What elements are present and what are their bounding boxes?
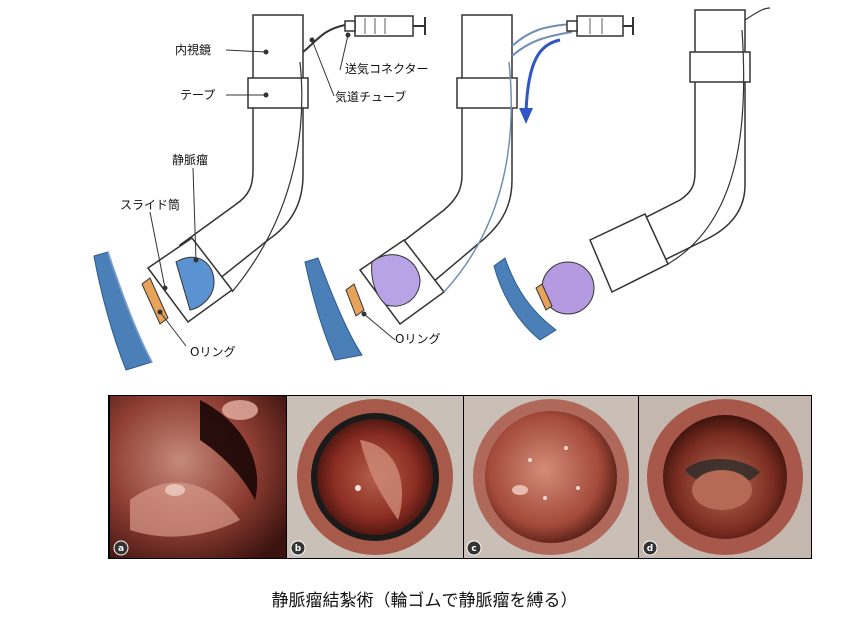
- syringe-1: [344, 15, 426, 37]
- badge-d: d: [647, 544, 653, 554]
- syringe-2: [566, 15, 634, 37]
- photo-strip: a b c d: [108, 395, 812, 559]
- photo-d: [639, 396, 811, 558]
- photo-a: [110, 396, 286, 558]
- tape-band-2: [456, 77, 518, 109]
- varix-2: [371, 254, 421, 307]
- label-slide-tube: スライド筒: [120, 197, 180, 212]
- photo-c: [464, 396, 638, 558]
- label-varix: 静脈瘤: [172, 152, 208, 167]
- esophageal-wall-3: [493, 257, 557, 341]
- diagram-panel-3: [493, 7, 771, 341]
- photo-b: [287, 396, 463, 558]
- air-tube-1: [302, 24, 346, 53]
- label-o-ring-1: Oリング: [190, 345, 235, 359]
- label-air-connector: 送気コネクター: [345, 61, 429, 76]
- label-endoscope: 内視鏡: [175, 42, 211, 57]
- photo-badges: a b c d: [113, 540, 658, 556]
- esophageal-wall-1: [93, 251, 153, 371]
- tape-band-3: [689, 51, 751, 83]
- esophageal-wall-2: [304, 257, 363, 361]
- tape-band-1: [247, 77, 309, 109]
- diagram-panel-2: Oリング: [304, 14, 634, 361]
- badge-c: c: [471, 544, 476, 554]
- label-tape: テープ: [180, 88, 215, 102]
- label-air-tube: 気道チューブ: [335, 89, 406, 104]
- varix-1: [175, 256, 215, 311]
- label-o-ring-2: Oリング: [395, 332, 440, 346]
- badge-a: a: [118, 544, 124, 554]
- suction-arrow: [524, 38, 561, 113]
- badge-b: b: [295, 544, 302, 554]
- o-ring-band-3: [535, 283, 553, 311]
- diagram-panel-1: 内視鏡 テープ 送気コネクター 気道チューブ 静脈瘤 スライド筒 Oリング: [93, 14, 429, 371]
- o-ring-band-2: [345, 283, 365, 317]
- figure-caption: 静脈瘤結紮術（輪ゴムで静脈瘤を縛る）: [271, 591, 578, 611]
